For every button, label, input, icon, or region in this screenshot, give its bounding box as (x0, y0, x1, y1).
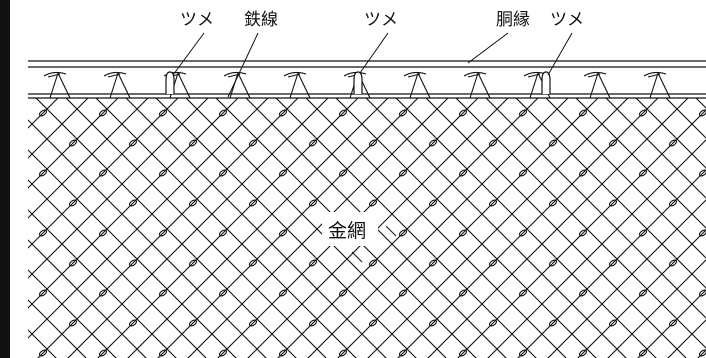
mesh-top-twists (43, 71, 671, 99)
label-dobuchi: 胴縁 (496, 10, 530, 30)
label-tetsusen: 鉄線 (244, 10, 278, 30)
kanaami-pointers (351, 225, 397, 263)
label-kanaami: 金網 (328, 220, 366, 242)
leader-tsume-3 (547, 32, 573, 76)
label-knockout (322, 212, 378, 246)
label-tsume-3: ツメ (550, 10, 584, 30)
leader-tetsusen (227, 32, 259, 98)
tension-wire (28, 93, 706, 99)
label-tsume-2: ツメ (364, 10, 398, 30)
leader-lines (172, 32, 573, 98)
claw-hooks (165, 71, 551, 94)
leader-tsume-2 (359, 32, 389, 74)
leader-dobuchi (467, 32, 509, 64)
leader-tsume-1 (172, 32, 205, 76)
left-border-bar (0, 0, 10, 358)
label-tsume-1: ツメ (180, 10, 214, 30)
top-rail (28, 60, 706, 68)
